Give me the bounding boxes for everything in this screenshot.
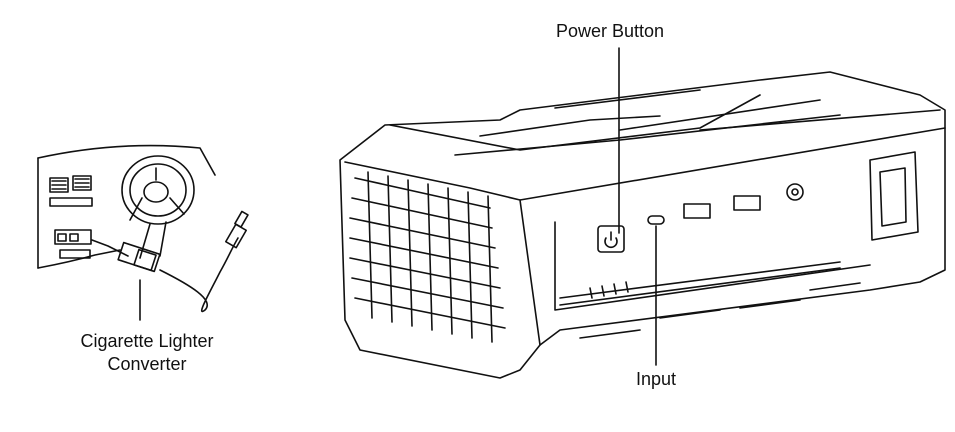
jump-starter-icon	[340, 72, 945, 378]
power-icon	[605, 232, 617, 247]
cigarette-lighter-converter-label: Cigarette Lighter Converter	[52, 330, 242, 376]
cigarette-lighter-label-line2: Converter	[107, 354, 187, 374]
input-label: Input	[636, 369, 677, 389]
cigarette-lighter-label-line1: Cigarette Lighter	[80, 331, 214, 351]
grille	[350, 172, 505, 342]
power-button-label: Power Button	[556, 21, 665, 41]
car-dashboard-icon	[38, 146, 248, 320]
